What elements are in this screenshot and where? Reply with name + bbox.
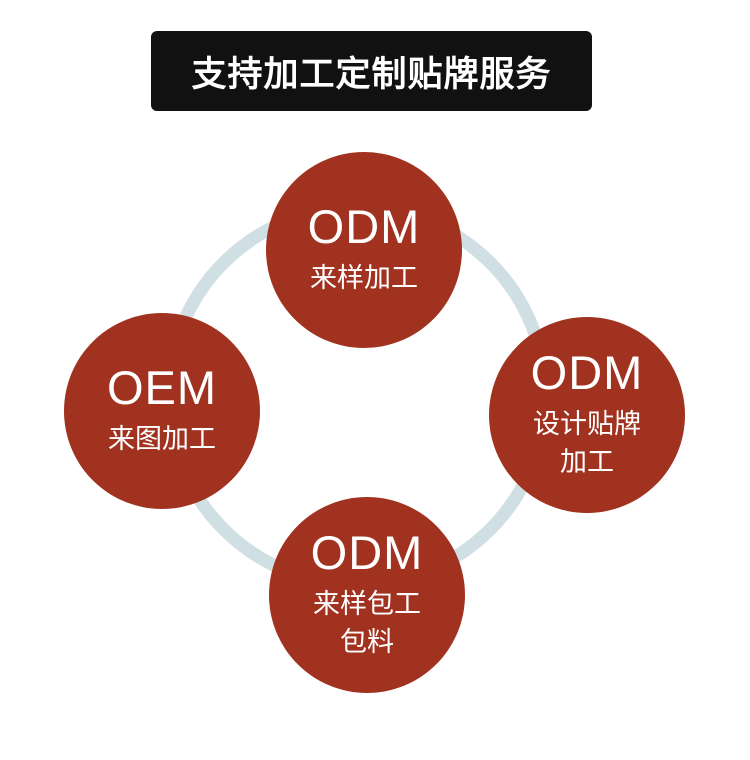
node-code: ODM xyxy=(307,199,421,253)
node-code: ODM xyxy=(310,525,424,579)
service-node-odm-sample: ODM 来样加工 xyxy=(266,152,462,348)
node-code: ODM xyxy=(530,345,644,399)
banner-title: 支持加工定制贴牌服务 xyxy=(191,54,552,95)
node-description: 设计贴牌加工 xyxy=(533,408,641,478)
node-description: 来图加工 xyxy=(108,423,216,455)
node-description: 来样加工 xyxy=(310,262,418,294)
title-banner: 支持加工定制贴牌服务 xyxy=(151,31,592,111)
node-code: OEM xyxy=(106,360,218,414)
service-node-odm-design: ODM 设计贴牌加工 xyxy=(489,317,685,513)
service-node-odm-full: ODM 来样包工包料 xyxy=(269,497,465,693)
service-node-oem: OEM 来图加工 xyxy=(64,313,260,509)
node-description: 来样包工包料 xyxy=(313,588,421,658)
